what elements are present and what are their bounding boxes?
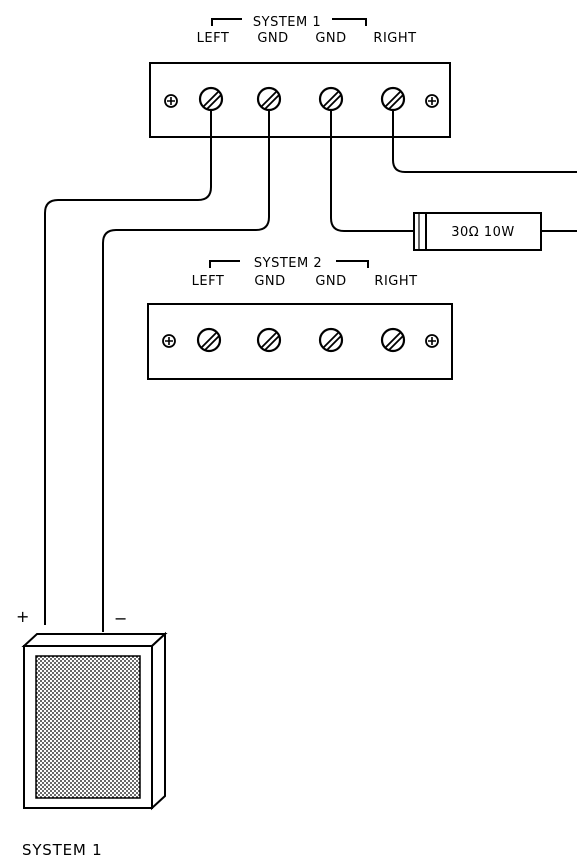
speaker-plus-label: + xyxy=(16,607,29,626)
system2-mount-screw-right xyxy=(425,334,439,348)
system2-label-gnd-2: GND xyxy=(315,274,346,289)
speaker-minus-label: − xyxy=(114,609,127,628)
system1-label-gnd-2: GND xyxy=(315,31,346,46)
resistor-label: 30Ω 10W xyxy=(451,225,515,240)
wire-left-to-speaker-plus xyxy=(44,110,212,625)
system2-mount-screw-left xyxy=(162,334,176,348)
speaker-caption: SYSTEM 1 xyxy=(22,841,103,859)
system2-bracket-right xyxy=(336,260,369,268)
system1-screw-gnd-1-terminal xyxy=(256,86,282,112)
system1-title: SYSTEM 1 xyxy=(253,15,321,30)
wire-gnd-to-speaker-minus xyxy=(102,110,270,632)
system2-screw-gnd-1-terminal xyxy=(256,327,282,353)
system2-terminal-strip xyxy=(147,303,453,380)
wire-gnd-to-resistor xyxy=(330,110,414,232)
system1-screw-right-terminal xyxy=(380,86,406,112)
speaker-grille xyxy=(35,655,141,799)
system1-label-left: LEFT xyxy=(197,31,230,46)
system2-label-left: LEFT xyxy=(192,274,225,289)
system2-terminal-block: SYSTEM 2 LEFT GND GND RIGHT xyxy=(147,256,453,380)
resistor-component: 30Ω 10W xyxy=(413,212,542,251)
system2-bracket-left xyxy=(209,260,240,268)
system2-title: SYSTEM 2 xyxy=(254,256,322,271)
system1-bracket-left xyxy=(211,18,242,26)
system1-mount-screw-right xyxy=(425,94,439,108)
speaker-cabinet-side xyxy=(151,631,166,811)
system2-label-right: RIGHT xyxy=(374,274,417,289)
system1-terminal-block: SYSTEM 1 LEFT GND GND RIGHT xyxy=(149,15,451,138)
system1-screw-gnd-2-terminal xyxy=(318,86,344,112)
speaker-cabinet-top xyxy=(21,633,168,647)
system2-screw-right-terminal xyxy=(380,327,406,353)
system1-mount-screw-left xyxy=(164,94,178,108)
system2-screw-gnd-2-terminal xyxy=(318,327,344,353)
system1-label-gnd-1: GND xyxy=(257,31,288,46)
system1-label-right: RIGHT xyxy=(373,31,416,46)
system2-screw-left-terminal xyxy=(196,327,222,353)
speaker-system1: + − SYSTEM 1 xyxy=(16,607,168,859)
system1-screw-left-terminal xyxy=(198,86,224,112)
system2-label-gnd-1: GND xyxy=(254,274,285,289)
wire-right-to-offpage xyxy=(392,110,577,173)
system1-bracket-right xyxy=(332,18,367,26)
